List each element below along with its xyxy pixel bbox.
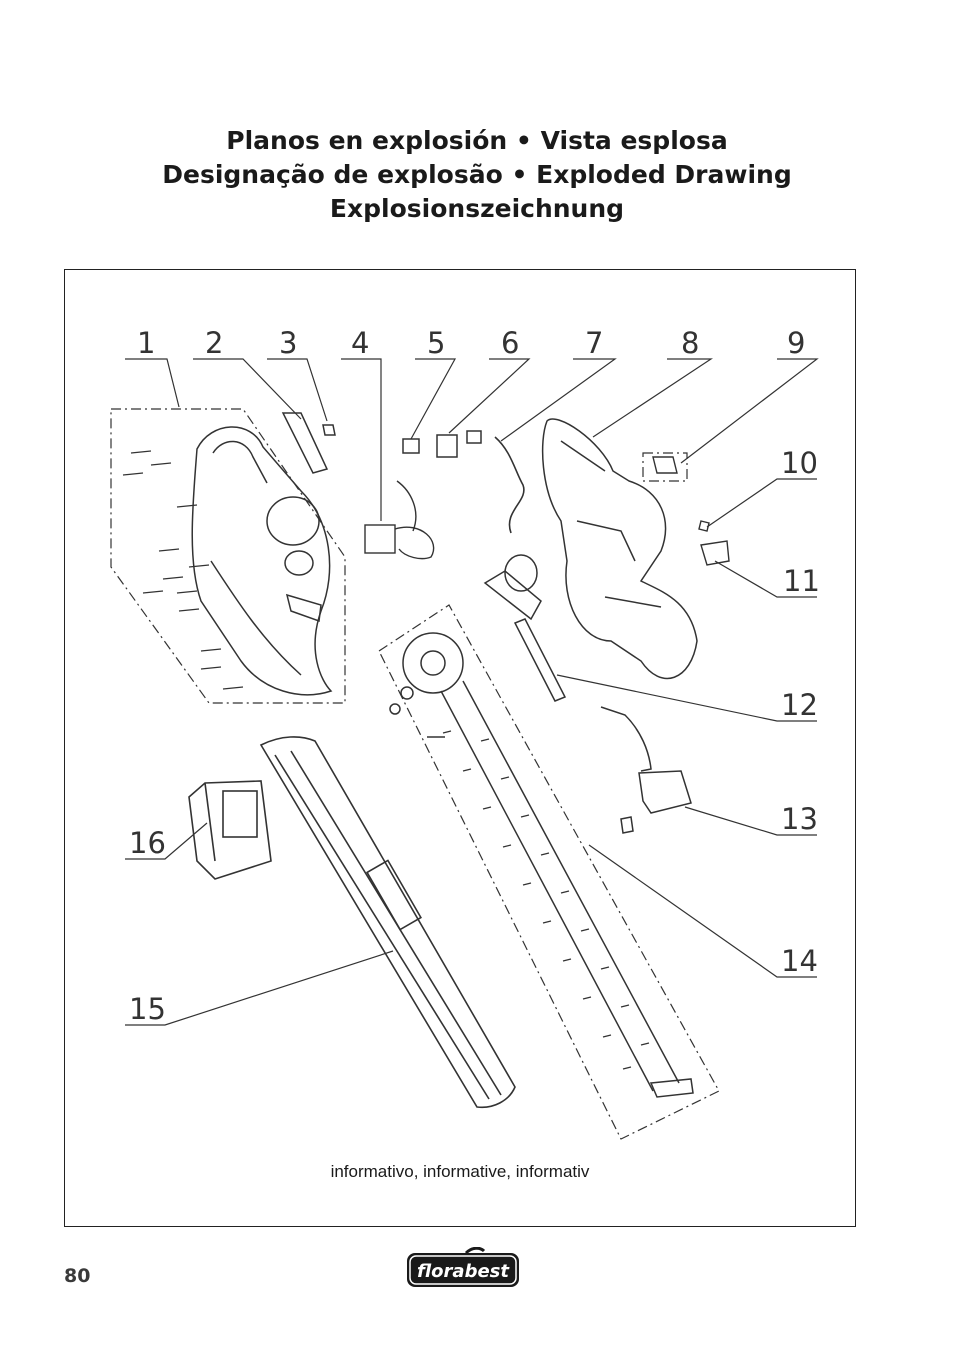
handle-cap-part-2	[281, 412, 329, 474]
screws	[122, 450, 244, 690]
diagram-caption: informativo, informative, informativ	[330, 1162, 590, 1181]
exploded-drawing: 1 2 3 4 5 6 7 8 9 10 11 12 13 14 15 16	[110, 326, 820, 1140]
callout-11: 11	[783, 564, 820, 598]
switch-part-6	[436, 434, 458, 458]
callout-1: 1	[137, 326, 155, 360]
callout-12: 12	[781, 688, 818, 722]
clip-part-9	[652, 456, 678, 474]
spring-part-10	[698, 520, 710, 532]
callout-10: 10	[781, 446, 818, 480]
callout-16: 16	[129, 826, 166, 860]
page-title: Planos en explosión • Vista esplosa Desi…	[0, 124, 954, 226]
switch-part-6b	[466, 430, 482, 444]
callout-6: 6	[501, 326, 519, 360]
wire-rod-part-7	[494, 436, 525, 534]
motor-part-12	[483, 554, 567, 702]
blade-part-14	[389, 632, 694, 1098]
rear-handle-part-13	[600, 706, 692, 834]
title-line-1: Planos en explosión • Vista esplosa	[226, 126, 728, 155]
housing-left-part-1	[191, 426, 333, 696]
cover-part-11	[700, 540, 730, 566]
title-line-2: Designação de explosão • Exploded Drawin…	[162, 160, 792, 189]
callout-3: 3	[279, 326, 297, 360]
title-line-3: Explosionszeichnung	[329, 194, 625, 223]
callout-2: 2	[205, 326, 223, 360]
callout-7: 7	[585, 326, 603, 360]
callout-14: 14	[781, 944, 818, 978]
group-outlines	[110, 408, 720, 1140]
exploded-drawing-frame: 1 2 3 4 5 6 7 8 9 10 11 12 13 14 15 16 i…	[64, 269, 856, 1227]
callout-labels: 1 2 3 4 5 6 7 8 9 10 11 12 13 14 15 16	[129, 326, 820, 1026]
page-number: 80	[64, 1265, 91, 1287]
callout-4: 4	[351, 326, 369, 360]
callout-9: 9	[787, 326, 805, 360]
callout-8: 8	[681, 326, 699, 360]
callout-leaders	[125, 358, 819, 1026]
spring-part-3	[322, 424, 336, 436]
callout-5: 5	[427, 326, 445, 360]
housing-right-part-8	[541, 418, 698, 680]
battery-part-16	[188, 780, 272, 880]
florabest-logo: florabest	[407, 1247, 519, 1287]
callout-13: 13	[781, 802, 818, 836]
switch-part-4	[364, 480, 435, 560]
logo-text: florabest	[417, 1261, 510, 1282]
blade-cover-part-15	[259, 736, 516, 1109]
switch-part-5	[402, 438, 420, 454]
callout-15: 15	[129, 992, 166, 1026]
blade-teeth	[442, 730, 650, 1070]
